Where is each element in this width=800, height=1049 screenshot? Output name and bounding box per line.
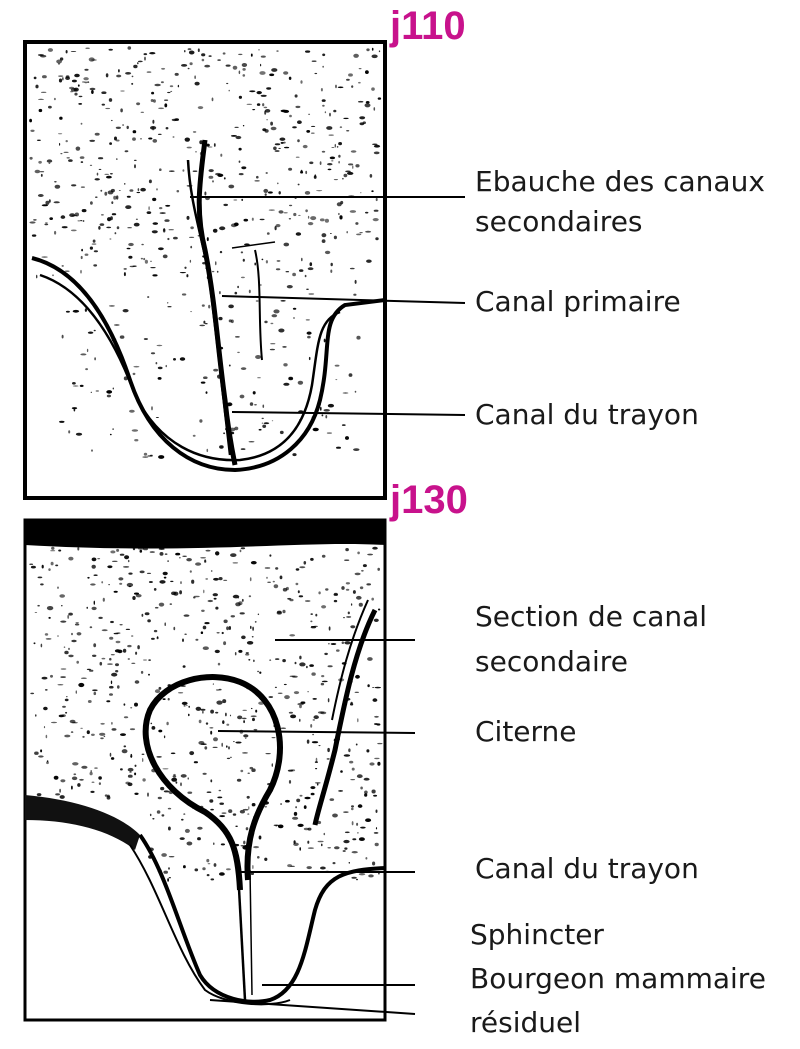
day-label-j130: j130	[390, 478, 468, 522]
label-secondary-ducts-line1: Ebauche des canaux	[475, 165, 765, 199]
label-cistern: Citerne	[475, 715, 577, 749]
panel-j110	[25, 42, 465, 498]
label-teat-canal-j130: Canal du trayon	[475, 852, 699, 886]
panel-j130	[25, 520, 415, 1020]
label-secondary-section-line2: secondaire	[475, 645, 628, 679]
label-sphincter: Sphincter	[470, 918, 604, 952]
label-primary-duct: Canal primaire	[475, 285, 681, 319]
label-residual-bud-line1: Bourgeon mammaire	[470, 962, 766, 996]
label-teat-canal-j110: Canal du trayon	[475, 398, 699, 432]
label-secondary-section-line1: Section de canal	[475, 600, 707, 634]
day-label-j110: j110	[390, 4, 466, 48]
label-secondary-ducts-line2: secondaires	[475, 205, 643, 239]
label-residual-bud-line2: résiduel	[470, 1006, 581, 1040]
